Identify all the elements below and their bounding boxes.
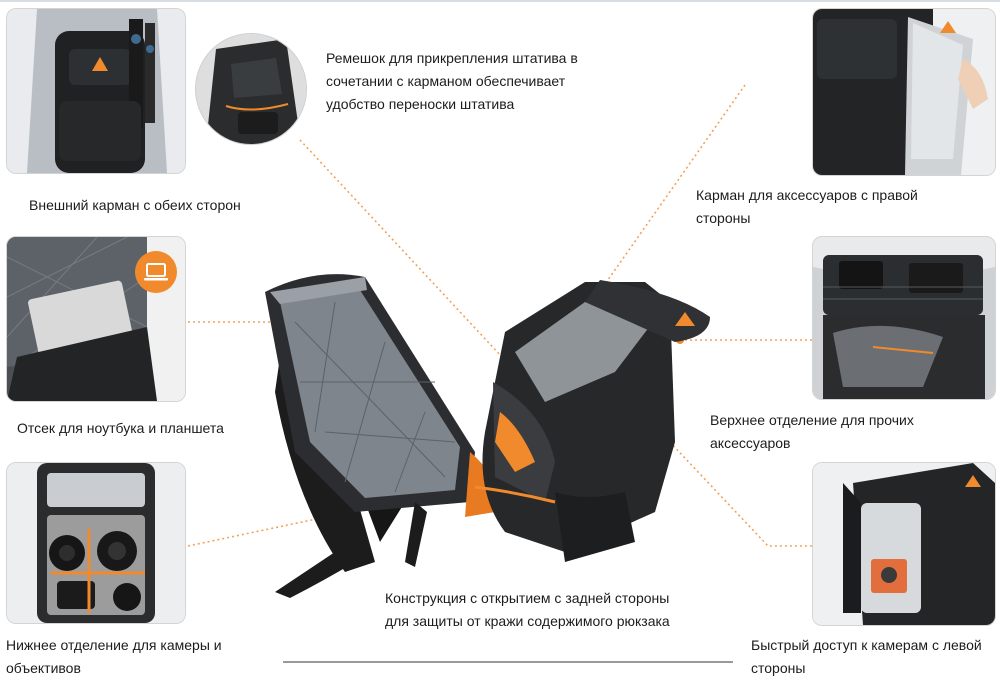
- thumb-quick-access: [812, 462, 996, 626]
- caption-lower-compartment: Нижнее отделение для камеры и объективов: [6, 637, 222, 676]
- tripod-strap-detail: [195, 33, 307, 145]
- thumb-upper-compartment: [812, 236, 996, 400]
- bottom-divider: [283, 661, 733, 663]
- caption-upper-compartment: Верхнее отделение для прочих аксессуаров: [710, 412, 914, 451]
- caption-back-opening: Конструкция с открытием с задней стороны…: [385, 590, 670, 629]
- caption-tripod-strap: Ремешок для прикрепления штатива в сочет…: [326, 50, 578, 112]
- caption-outer-pocket: Внешний карман с обеих сторон: [29, 197, 241, 213]
- top-border: [0, 0, 1000, 2]
- thumb-right-pocket: [812, 8, 996, 176]
- laptop-icon: [135, 251, 177, 293]
- backpack-hero-image: [265, 274, 710, 598]
- thumb-lower-compartment: [6, 462, 186, 624]
- thumb-laptop: [6, 236, 186, 402]
- caption-laptop-compartment: Отсек для ноутбука и планшета: [17, 420, 224, 436]
- caption-quick-access: Быстрый доступ к камерам с левой стороны: [751, 637, 982, 676]
- thumb-outer-pocket: [6, 8, 186, 174]
- caption-right-accessory-pocket: Карман для аксессуаров с правой стороны: [696, 187, 918, 226]
